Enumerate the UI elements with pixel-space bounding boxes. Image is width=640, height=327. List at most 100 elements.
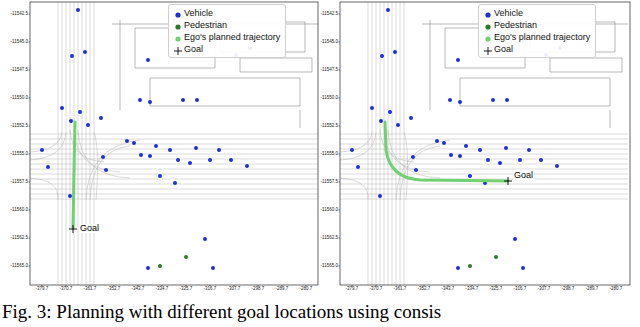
legend-row: Pedestrian: [482, 19, 590, 31]
tick-mark: [29, 42, 31, 43]
tick-label: -280.7: [300, 287, 313, 292]
tick-label: -11552.5: [11, 124, 28, 129]
tick-mark: [29, 14, 31, 15]
tick-label: -325.7: [180, 287, 193, 292]
right-map: [340, 2, 628, 285]
legend-plus: [174, 47, 182, 55]
tick-label: -325.7: [490, 287, 503, 292]
axes-frame: [340, 2, 630, 285]
tick-label: -11560.0: [11, 208, 28, 213]
tick-label: -298.7: [562, 287, 575, 292]
tick-label: -11545.0: [11, 40, 28, 45]
tick-mark: [29, 266, 31, 267]
tick-label: -11562.5: [321, 236, 338, 241]
tick-label: -370.7: [370, 287, 383, 292]
goal-label: Goal: [79, 224, 100, 233]
legend-marker: [172, 21, 184, 33]
tick-label: -379.7: [346, 287, 359, 292]
legend-swatch: [172, 19, 184, 31]
legend-marker: [172, 33, 184, 45]
tick-label: -298.7: [252, 287, 265, 292]
left-plot: [30, 2, 318, 285]
tick-label: -11565.0: [321, 264, 338, 269]
tick-label: -11562.5: [11, 236, 28, 241]
tick-label: -307.7: [538, 287, 551, 292]
tick-label: -289.7: [276, 287, 289, 292]
tick-label: -280.7: [610, 287, 623, 292]
tick-label: -343.7: [132, 287, 145, 292]
legend-row: Vehicle: [482, 7, 590, 19]
legend-swatch: [482, 31, 494, 43]
legend-text: Ego's planned trajectory: [494, 33, 590, 42]
tick-label: -11547.5: [11, 68, 28, 73]
goal-marker: [504, 177, 512, 185]
legend-text: Pedestrian: [184, 21, 227, 30]
tick-label: -352.7: [108, 287, 121, 292]
tick-mark: [29, 154, 31, 155]
legend-row: Goal: [482, 43, 590, 55]
legend-dot: [485, 12, 490, 17]
tick-label: -307.7: [228, 287, 241, 292]
legend-dot: [175, 12, 180, 17]
legend-swatch: [172, 7, 184, 19]
legend-marker: [172, 45, 184, 57]
tick-label: -11555.0: [11, 152, 28, 157]
legend-dot: [485, 36, 490, 41]
legend-row: Ego's planned trajectory: [172, 31, 280, 43]
tick-mark: [339, 238, 341, 239]
legend-text: Goal: [494, 45, 513, 54]
tick-mark: [339, 42, 341, 43]
right-plot: [340, 2, 628, 285]
tick-mark: [339, 182, 341, 183]
tick-label: -289.7: [586, 287, 599, 292]
tick-label: -352.7: [418, 287, 431, 292]
tick-label: -334.7: [156, 287, 169, 292]
tick-label: -11557.5: [11, 180, 28, 185]
figure-caption: Fig. 3: Planning with different goal loc…: [2, 302, 441, 321]
tick-mark: [29, 182, 31, 183]
tick-mark: [29, 98, 31, 99]
legend-text: Pedestrian: [494, 21, 537, 30]
legend-text: Vehicle: [184, 9, 213, 18]
tick-mark: [339, 70, 341, 71]
legend-marker: [482, 21, 494, 33]
tick-mark: [339, 154, 341, 155]
legend-marker: [482, 45, 494, 57]
tick-label: -11555.0: [321, 152, 338, 157]
tick-label: -11545.0: [321, 40, 338, 45]
tick-mark: [29, 126, 31, 127]
legend-marker: [172, 9, 184, 21]
planned-trajectory: [385, 122, 508, 181]
legend-text: Ego's planned trajectory: [184, 33, 280, 42]
tick-label: -11552.5: [321, 124, 338, 129]
legend-swatch: [172, 31, 184, 43]
legend-box: VehiclePedestrianEgo's planned trajector…: [478, 4, 596, 58]
tick-label: -316.7: [514, 287, 527, 292]
tick-label: -11542.5: [11, 12, 28, 17]
planned-trajectory: [73, 122, 75, 228]
legend-dot: [175, 24, 180, 29]
tick-label: -379.7: [36, 287, 49, 292]
legend-text: Vehicle: [494, 9, 523, 18]
tick-mark: [29, 70, 31, 71]
tick-label: -11547.5: [321, 68, 338, 73]
legend-row: Pedestrian: [172, 19, 280, 31]
tick-label: -334.7: [466, 287, 479, 292]
tick-label: -11550.0: [11, 96, 28, 101]
tick-mark: [339, 98, 341, 99]
tick-label: -11565.0: [11, 264, 28, 269]
tick-label: -316.7: [204, 287, 217, 292]
tick-label: -370.7: [60, 287, 73, 292]
goal-marker: [69, 225, 77, 233]
tick-label: -11557.5: [321, 180, 338, 185]
tick-mark: [339, 14, 341, 15]
tick-mark: [29, 210, 31, 211]
legend-marker: [482, 33, 494, 45]
tick-label: -361.7: [84, 287, 97, 292]
left-map: [30, 2, 318, 285]
legend-box: VehiclePedestrianEgo's planned trajector…: [168, 4, 286, 58]
legend-swatch: [482, 7, 494, 19]
legend-dot: [485, 24, 490, 29]
tick-mark: [339, 210, 341, 211]
